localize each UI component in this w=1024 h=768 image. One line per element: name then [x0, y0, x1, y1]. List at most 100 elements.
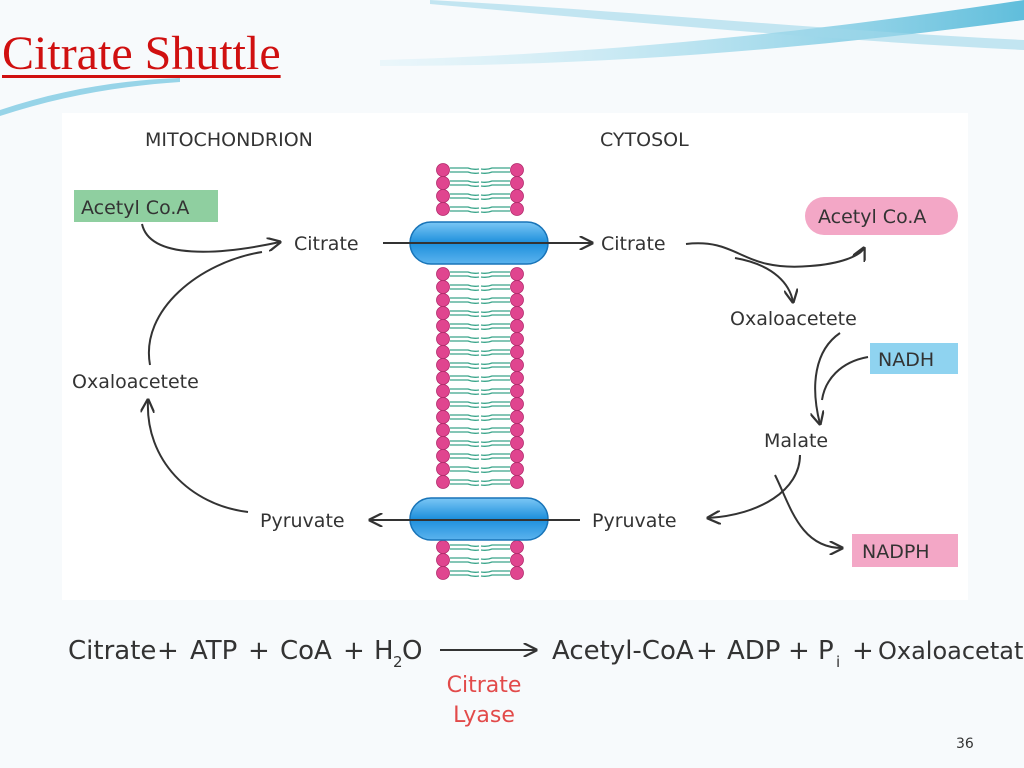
lipid-head: [436, 293, 450, 307]
lipid-head: [436, 449, 450, 463]
lipid-head: [436, 410, 450, 424]
citrate-to-oxaloacetete-arrow: [734, 257, 793, 302]
eq-plus-6: +: [852, 636, 874, 666]
lipid-head: [436, 397, 450, 411]
eq-oxaloacetate: Oxaloacetate: [878, 637, 1024, 665]
lipid-head: [436, 176, 450, 190]
lipid-tail: [480, 310, 510, 317]
lipid-tail: [480, 349, 510, 356]
cyto-citrate-label: Citrate: [601, 233, 666, 255]
lipid-tail: [450, 557, 480, 564]
lipid-head: [510, 436, 524, 450]
reaction-equation: Citrate + ATP + CoA + H 2 O Acetyl-CoA +…: [68, 636, 1024, 728]
lipid-head: [436, 553, 450, 567]
lipid-tail: [480, 180, 510, 187]
lipid-tail: [480, 323, 510, 330]
lipid-tail: [450, 466, 480, 473]
lipid-head: [436, 462, 450, 476]
lipid-head: [436, 475, 450, 489]
mito-acetyl-coa-label: Acetyl Co.A: [81, 197, 189, 219]
cytosol-header: CYTOSOL: [600, 129, 689, 151]
lipid-head: [510, 358, 524, 372]
lipid-tail: [450, 206, 480, 213]
lipid-tail: [480, 284, 510, 291]
lipid-head: [510, 202, 524, 216]
lipid-tail: [480, 466, 510, 473]
lipid-head: [436, 540, 450, 554]
lipid-head: [510, 371, 524, 385]
lipid-head: [436, 436, 450, 450]
cyto-acetyl-coa-box: [805, 197, 958, 235]
lipid-head: [436, 345, 450, 359]
lipid-tail: [450, 388, 480, 395]
lipid-tail: [450, 479, 480, 486]
lipid-bilayer: [436, 163, 524, 580]
mito-acetyl-coa-box: [74, 190, 218, 222]
eq-citrate: Citrate: [68, 636, 156, 666]
eq-adp: ADP: [727, 636, 781, 666]
lipid-tail: [480, 388, 510, 395]
nadph-box: [852, 534, 958, 567]
eq-acetyl-coa: Acetyl-CoA: [552, 636, 694, 666]
lipid-head: [510, 163, 524, 177]
lipid-tail: [480, 362, 510, 369]
lipid-tail: [480, 544, 510, 551]
lipid-tail: [450, 375, 480, 382]
eq-pi-subscript: i: [836, 653, 840, 671]
lipid-tail: [480, 570, 510, 577]
lipid-head: [436, 319, 450, 333]
lipid-tail: [450, 180, 480, 187]
lipid-head: [510, 332, 524, 346]
lipid-head: [436, 163, 450, 177]
lipid-tail: [450, 167, 480, 174]
lipid-tail: [480, 479, 510, 486]
malate-to-pyruvate-arrow: [708, 454, 801, 518]
lipid-head: [510, 176, 524, 190]
lipid-tail: [450, 440, 480, 447]
lipid-tail: [480, 453, 510, 460]
cyto-pyruvate-label: Pyruvate: [592, 510, 677, 532]
lipid-tail: [480, 193, 510, 200]
oxaloacetete-to-citrate-arrow: [147, 251, 263, 366]
lipid-tail: [450, 427, 480, 434]
enzyme-label-line2: Lyase: [453, 703, 515, 728]
malate-label: Malate: [764, 430, 828, 452]
lipid-tail: [480, 206, 510, 213]
lipid-head: [436, 358, 450, 372]
eq-plus-1: +: [157, 636, 179, 666]
lipid-tail: [450, 284, 480, 291]
lipid-head: [510, 319, 524, 333]
lipid-tail: [450, 362, 480, 369]
eq-o: O: [402, 636, 422, 666]
eq-plus-3: +: [343, 636, 365, 666]
mitochondrion-header: MITOCHONDRION: [145, 129, 313, 151]
nadph-output-arrow: [774, 474, 842, 548]
eq-plus-2: +: [248, 636, 270, 666]
lipid-tail: [450, 193, 480, 200]
lipid-head: [510, 475, 524, 489]
lipid-tail: [480, 271, 510, 278]
lipid-tail: [480, 336, 510, 343]
lipid-tail: [450, 544, 480, 551]
lipid-tail: [480, 401, 510, 408]
lipid-head: [436, 332, 450, 346]
lipid-head: [510, 553, 524, 567]
lipid-tail: [450, 349, 480, 356]
lipid-head: [510, 384, 524, 398]
eq-h2o-subscript: 2: [393, 653, 403, 671]
enzyme-label-line1: Citrate: [447, 673, 522, 698]
nadh-box: [870, 343, 958, 374]
lipid-tail: [480, 375, 510, 382]
lipid-tail: [450, 310, 480, 317]
lipid-tail: [450, 323, 480, 330]
mito-pyruvate-label: Pyruvate: [260, 510, 345, 532]
lipid-head: [436, 280, 450, 294]
header-wave-decoration: [0, 0, 1024, 116]
nadh-label: NADH: [878, 349, 934, 371]
lipid-head: [510, 410, 524, 424]
eq-atp: ATP: [190, 636, 237, 666]
lipid-head: [510, 462, 524, 476]
lipid-tail: [480, 414, 510, 421]
